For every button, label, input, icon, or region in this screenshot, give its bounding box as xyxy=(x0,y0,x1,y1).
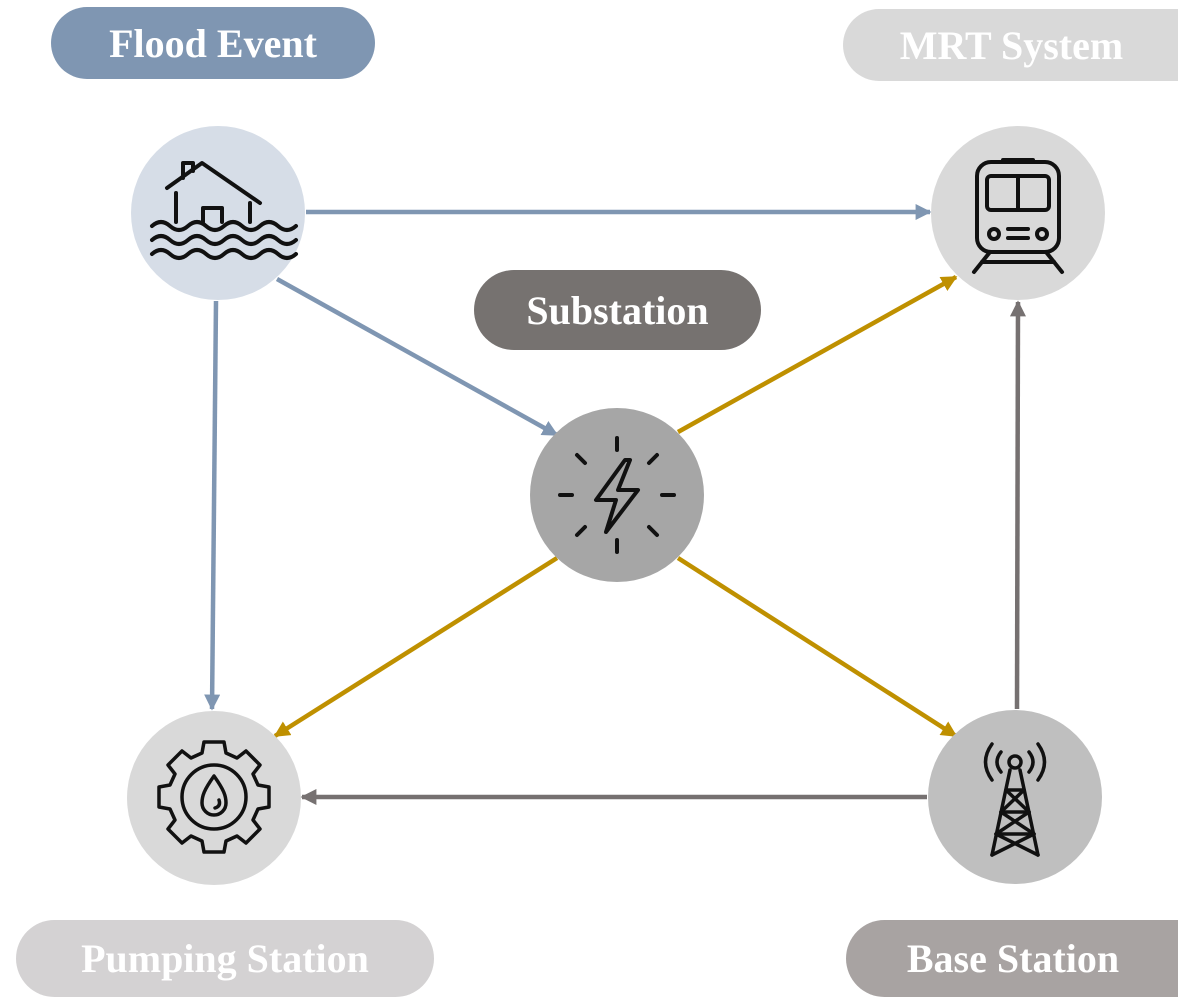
cell-tower-icon xyxy=(983,742,1047,857)
edge-substation-to-pumping-station xyxy=(273,556,559,738)
substation-node[interactable] xyxy=(530,408,704,582)
edge-base-station-to-mrt-system xyxy=(1009,300,1026,710)
edge-flood-event-to-pumping-station xyxy=(204,300,221,711)
flooded-house-icon xyxy=(150,161,298,260)
flood-event-node[interactable] xyxy=(131,126,305,300)
edges xyxy=(204,204,1026,805)
substation-label: Substation xyxy=(474,270,761,350)
mrt-system-node[interactable] xyxy=(931,126,1105,300)
train-icon xyxy=(972,158,1064,274)
lightning-icon xyxy=(558,436,676,554)
base-station-label: Base Station xyxy=(846,920,1178,997)
mrt-system-label: MRT System xyxy=(843,9,1178,81)
edge-substation-to-mrt-system xyxy=(676,275,958,434)
pumping-station-node[interactable] xyxy=(127,711,301,885)
edge-flood-event-to-substation xyxy=(275,277,559,437)
flood-event-label: Flood Event xyxy=(51,7,375,79)
pumping-station-label: Pumping Station xyxy=(16,920,434,997)
edge-substation-to-base-station xyxy=(676,556,958,738)
gear-water-drop-icon xyxy=(157,740,271,854)
